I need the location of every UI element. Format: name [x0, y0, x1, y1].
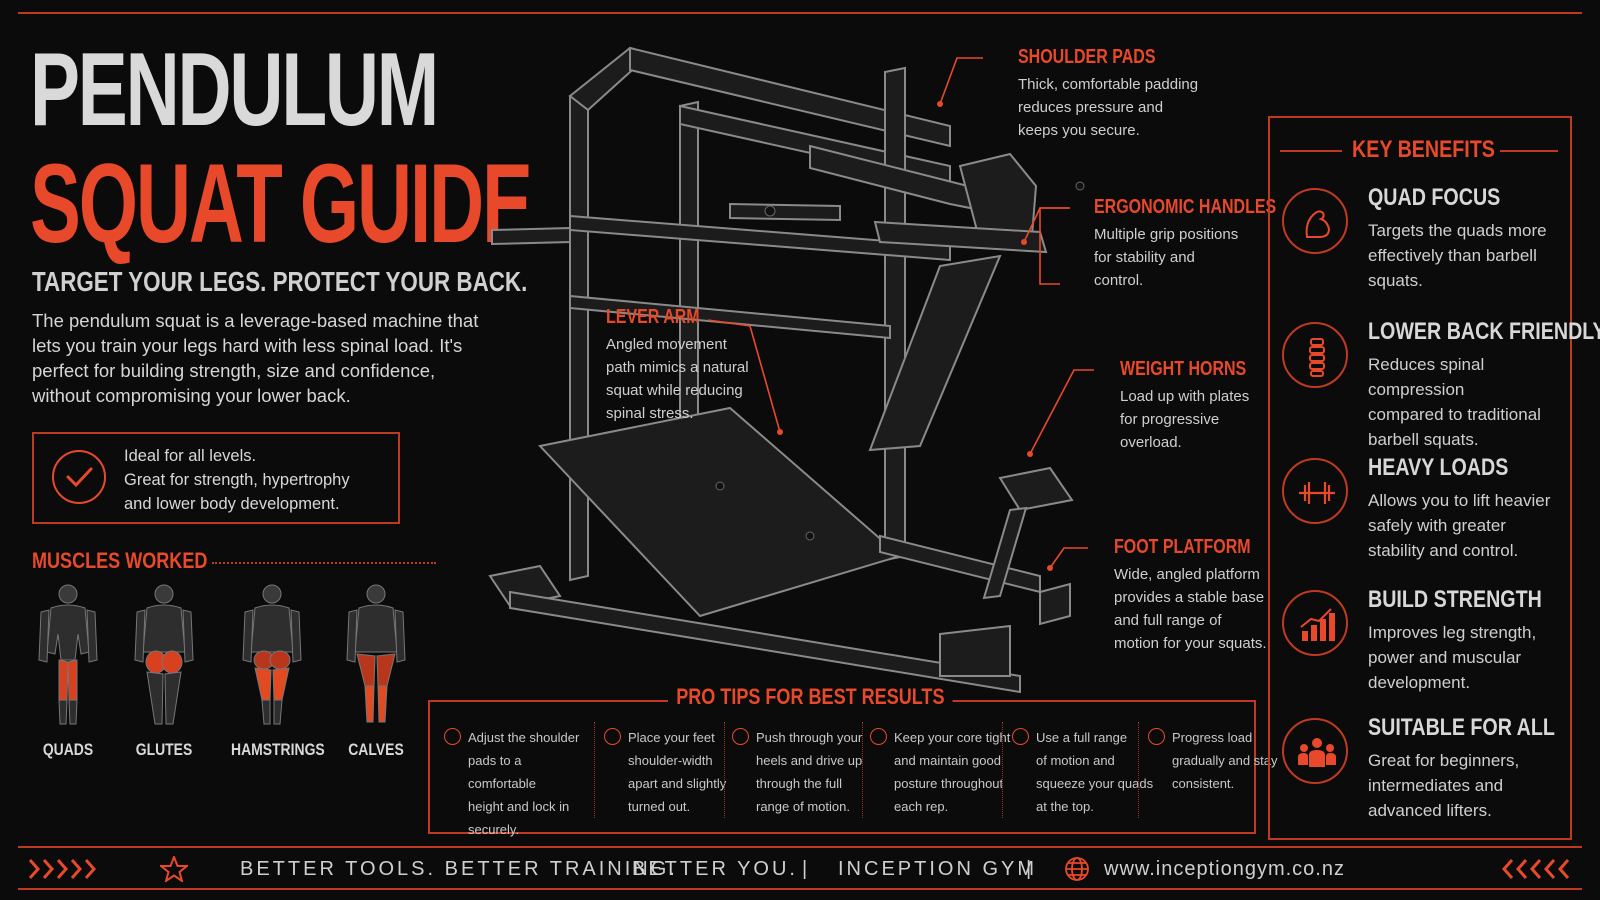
callout-title-weight-horns: WEIGHT HORNS: [1120, 358, 1247, 380]
levels-text: Ideal for all levels. Great for strength…: [124, 447, 350, 513]
check-circle-icon: [1148, 728, 1165, 745]
chevrons-left-icon: [1501, 859, 1570, 879]
muscle-label-calves: CALVES: [348, 740, 404, 759]
muscle-glutes: GLUTES: [114, 582, 214, 760]
muscle-label-hamstrings: HAMSTRINGS: [231, 740, 325, 759]
footer-separator: |: [802, 858, 808, 880]
callout-title-shoulder-pads: SHOULDER PADS: [1018, 46, 1156, 68]
tip-divider: [1002, 722, 1003, 818]
top-rule: [18, 12, 1582, 14]
glutes-figure-icon: [134, 584, 194, 725]
chevrons-right-icon: [28, 859, 97, 879]
hamstrings-figure-icon: [242, 584, 302, 725]
benefits-heading-rule: [1500, 150, 1558, 152]
callout-lever-arm: LEVER ARM Angled movement path mimics a …: [606, 306, 749, 422]
benefit-title: SUITABLE FOR ALL: [1368, 714, 1555, 741]
title-line-1: PENDULUM: [30, 32, 439, 148]
tip-divider: [724, 722, 725, 818]
title-line-2: SQUAT GUIDE: [30, 141, 533, 266]
muscles-heading: MUSCLES WORKED: [32, 548, 208, 573]
star-icon: [160, 856, 188, 882]
tip-divider: [594, 722, 595, 818]
check-circle-icon: [444, 728, 461, 745]
barbell-icon: [1282, 458, 1348, 524]
callout-shoulder-pads: SHOULDER PADS Thick, comfortable padding…: [1018, 46, 1199, 139]
benefits-heading-rule: [1280, 150, 1342, 152]
muscle-quads: QUADS: [18, 582, 118, 760]
callout-title-ergonomic-handles: ERGONOMIC HANDLES: [1094, 196, 1277, 218]
check-circle-icon: [870, 728, 887, 745]
footer-rule-bottom: [18, 888, 1582, 890]
muscles-divider: [212, 562, 436, 564]
callout-ergonomic-handles: ERGONOMIC HANDLES Multiple grip position…: [1094, 196, 1277, 289]
footer: BETTER TOOLS. BETTER TRAINING. BETTER YO…: [0, 852, 1600, 886]
muscle-hamstrings: HAMSTRINGS: [222, 582, 325, 760]
bar-chart-icon: [1282, 590, 1348, 656]
footer-brand: INCEPTION GYM: [838, 858, 1038, 880]
calves-figure-icon: [346, 584, 406, 723]
quads-figure-icon: [38, 584, 98, 725]
levels-box: Ideal for all levels. Great for strength…: [32, 432, 400, 524]
muscle-label-glutes: GLUTES: [135, 740, 193, 759]
benefit-title: BUILD STRENGTH: [1368, 586, 1542, 613]
footer-rule-top: [18, 846, 1582, 848]
tip-divider: [1138, 722, 1139, 818]
pro-tips-heading: PRO TIPS FOR BEST RESULTS: [668, 684, 953, 710]
spine-icon: [1282, 322, 1348, 388]
pendulum-machine-illustration: [488, 46, 1094, 694]
check-circle-icon: [604, 728, 621, 745]
muscle-calves: CALVES: [326, 582, 426, 760]
globe-icon: [1065, 857, 1089, 881]
callout-title-lever-arm: LEVER ARM: [606, 306, 700, 328]
callout-weight-horns: WEIGHT HORNS Load up with plates for pro…: [1120, 358, 1250, 451]
callout-title-foot-platform: FOOT PLATFORM: [1114, 536, 1251, 558]
key-benefits-box: [1268, 116, 1572, 840]
callout-foot-platform: FOOT PLATFORM Wide, angled platform prov…: [1114, 536, 1267, 652]
footer-url[interactable]: www.inceptiongym.co.nz: [1104, 858, 1345, 880]
footer-separator: |: [1026, 858, 1032, 880]
check-circle-icon: [732, 728, 749, 745]
intro-paragraph: The pendulum squat is a leverage-based m…: [32, 310, 479, 406]
flexed-arm-icon: [1282, 188, 1348, 254]
tagline: TARGET YOUR LEGS. PROTECT YOUR BACK.: [32, 266, 528, 297]
check-circle-icon: [52, 450, 106, 504]
key-benefits-heading: KEY BENEFITS: [1352, 136, 1495, 163]
benefit-title: QUAD FOCUS: [1368, 184, 1501, 211]
footer-slogan-accent: BETTER YOU.: [632, 858, 798, 880]
benefit-title: HEAVY LOADS: [1368, 454, 1509, 481]
footer-slogan: BETTER TOOLS. BETTER TRAINING.: [240, 858, 678, 880]
group-icon: [1282, 718, 1348, 784]
tip-divider: [862, 722, 863, 818]
check-circle-icon: [1012, 728, 1029, 745]
benefit-title: LOWER BACK FRIENDLY: [1368, 318, 1600, 345]
muscle-label-quads: QUADS: [42, 740, 94, 759]
